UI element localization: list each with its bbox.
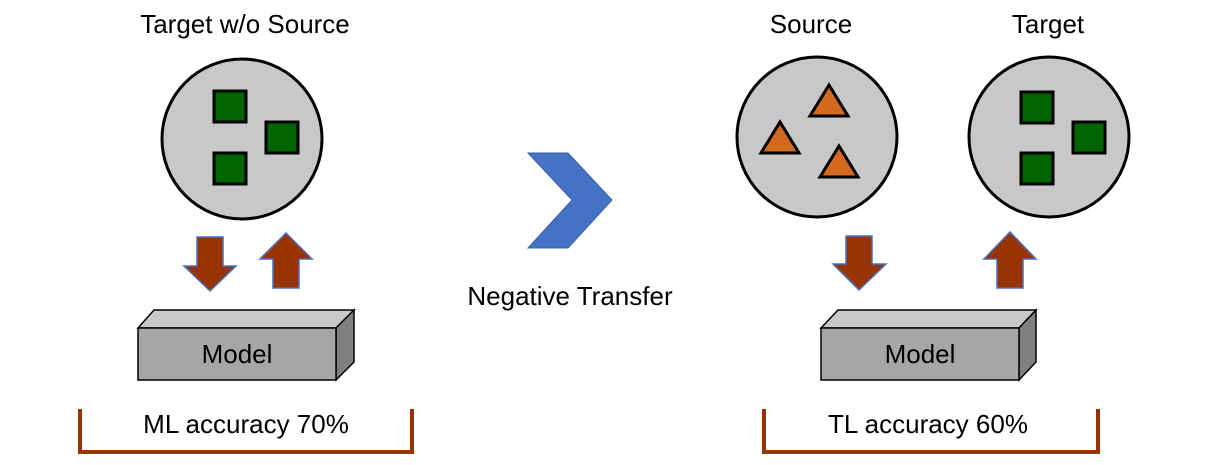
model-box-front (820, 327, 1020, 381)
target-circle-shape (160, 57, 324, 221)
ml-accuracy-label: ML accuracy 70% (143, 409, 349, 439)
up-arrow-icon (982, 230, 1038, 289)
target-circle (160, 57, 324, 221)
target-circle-right (967, 55, 1131, 219)
left-panel: Target w/o Source Model ML accuracy 70% (78, 9, 414, 454)
middle-section: Negative Transfer (467, 152, 673, 311)
green-square-icon (1019, 151, 1055, 186)
source-circle-shape (735, 55, 899, 219)
orange-triangle-icon (817, 143, 861, 179)
accuracy-bracket (762, 409, 1100, 454)
model-box-front (137, 327, 337, 381)
negative-transfer-label: Negative Transfer (467, 281, 673, 311)
model-box: Model (819, 308, 1038, 382)
right-panel: Source Target Model TL accuracy 60% (735, 9, 1131, 454)
accuracy-bracket (78, 409, 414, 454)
tl-accuracy-label: TL accuracy 60% (828, 409, 1028, 439)
chevron-right-icon (526, 152, 613, 249)
model-label: Model (885, 339, 956, 369)
model-box-top (819, 309, 1038, 329)
orange-triangle-icon (807, 82, 851, 118)
down-arrow-icon (182, 236, 238, 293)
green-square-icon (1071, 120, 1107, 155)
source-title: Source (770, 9, 852, 39)
left-title: Target w/o Source (140, 9, 350, 39)
source-circle (735, 55, 899, 219)
model-box-top (136, 309, 356, 329)
up-arrow-icon (258, 231, 314, 289)
target-title: Target (1012, 9, 1085, 39)
target-circle-shape (967, 55, 1131, 219)
green-square-icon (1019, 90, 1055, 125)
model-label: Model (202, 339, 273, 369)
orange-triangle-icon (758, 119, 802, 155)
down-arrow-icon (831, 235, 888, 292)
green-square-icon (212, 151, 248, 186)
model-box: Model (136, 308, 356, 382)
green-square-icon (264, 120, 300, 155)
green-square-icon (212, 89, 248, 124)
